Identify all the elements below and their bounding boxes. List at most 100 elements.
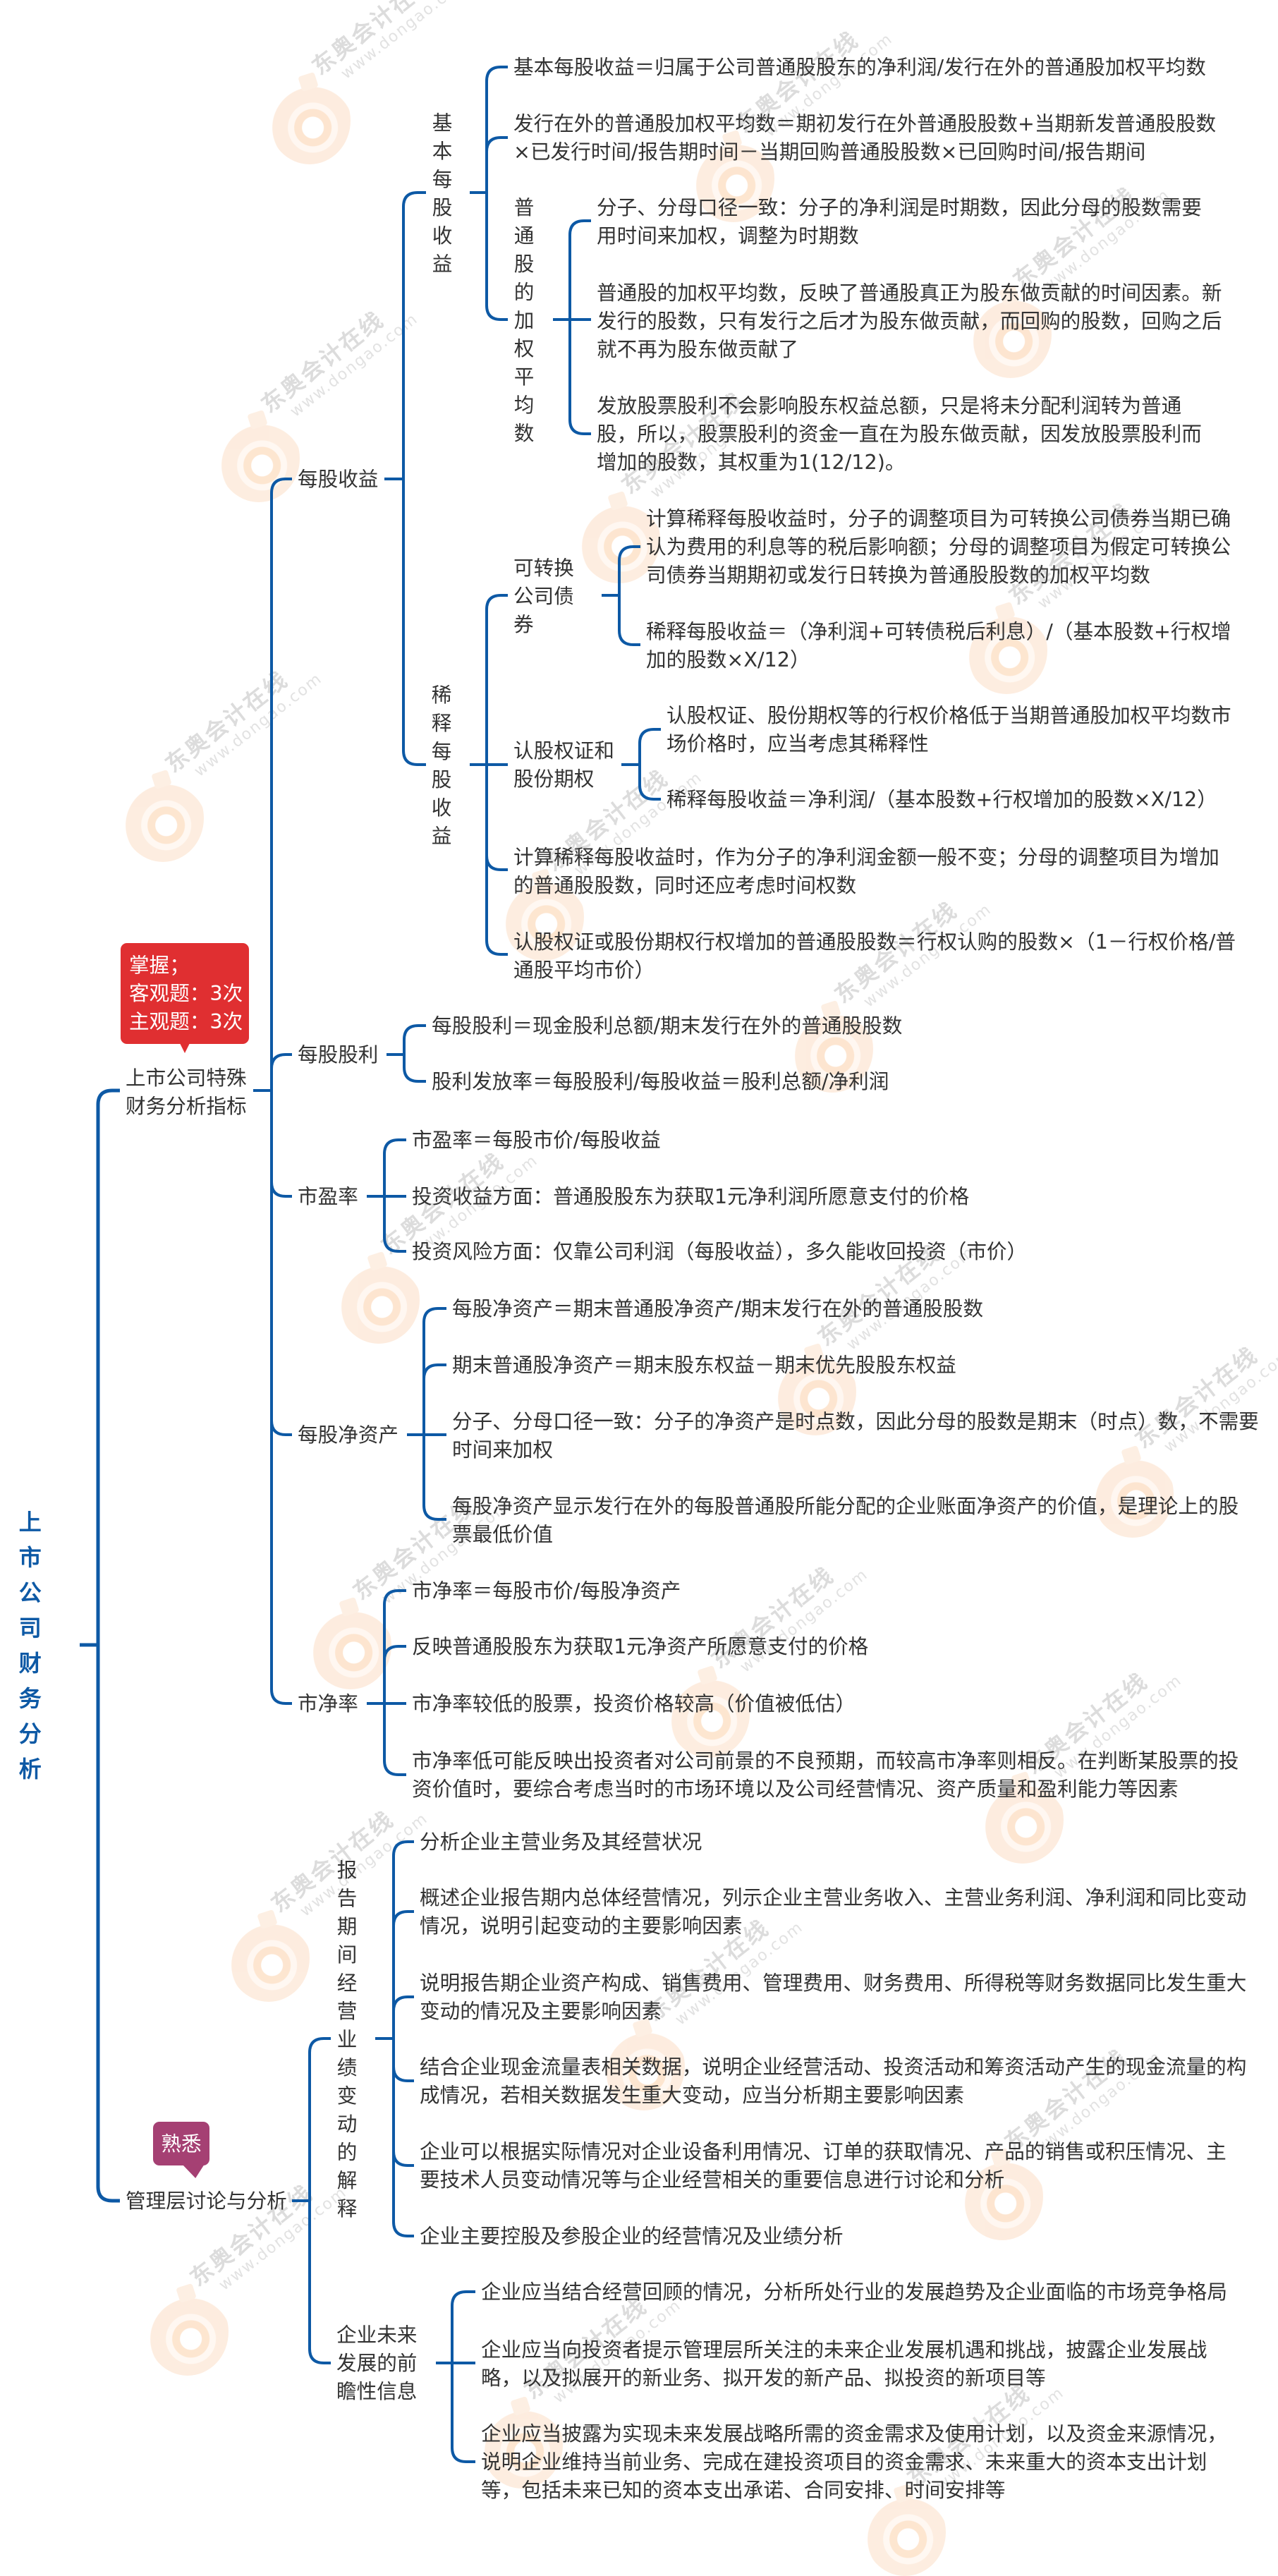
leaf-node: 基本每股收益＝归属于公司普通股股东的净利润/发行在外的普通股加权平均数 <box>513 55 1206 79</box>
node-eps: 每股收益 <box>298 467 379 491</box>
leaf-node: 每股净资产显示发行在外的每股普通股所能分配的企业账面净资产的价值，是理论上的股 … <box>452 1494 1239 1546</box>
watermark-logo-icon <box>966 607 1047 694</box>
leaf-node: 投资风险方面：仅靠公司利润（每股收益），多久能收回投资（市价） <box>412 1239 1028 1263</box>
leaf-node: 发放股票股利不会影响股东权益总额，只是将未分配利润转为普通 股，所以，股票股利的… <box>597 394 1202 474</box>
tag-line: 客观题：3次 <box>129 981 243 1005</box>
leaf-node: 反映普通股股东为获取1元净资产所愿意支付的价格 <box>412 1634 869 1658</box>
connector-convertible-bonds <box>602 545 640 646</box>
connector-line <box>422 1307 446 1323</box>
leaf-node: 企业应当披露为实现未来发展战略所需的资金需求及使用计划，以及资金来源情况， 说明… <box>481 2422 1227 2502</box>
connector-line <box>383 1237 406 1253</box>
connector-line <box>485 305 508 321</box>
connector-root <box>80 1088 120 2203</box>
connector-eps <box>384 191 426 766</box>
connector-dividend-per-share <box>387 1024 426 1083</box>
node-net-assets-per-share: 每股净资产 <box>298 1423 398 1447</box>
connector-line <box>383 1589 406 1605</box>
leaf-node: 说明报告期企业资产构成、销售费用、管理费用、财务费用、所得税等财务数据同比发生重… <box>420 1971 1247 2023</box>
connector-line <box>392 1910 414 1926</box>
connector-line <box>308 2037 331 2053</box>
leaf-node: 市净率较低的股票，投资价格较高（价值被低估） <box>412 1691 856 1715</box>
leaf-node: 稀释每股收益＝（净利润+可转债税后利息）/（基本股数+行权增 加的股数×X/12… <box>646 619 1231 672</box>
watermark-logo-icon <box>310 1602 391 1689</box>
leaf-node: 企业主要控股及参股企业的经营情况及业绩分析 <box>420 2224 844 2248</box>
leaf-node: 结合企业现金流量表相关数据，说明企业经营活动、投资活动和筹资活动产生的现金流量的… <box>420 2055 1247 2107</box>
leaf-node: 稀释每股收益＝净利润/（基本股数+行权增加的股数×X/12） <box>667 787 1217 811</box>
watermark-logo-icon <box>218 415 300 502</box>
connector-line <box>392 2221 414 2237</box>
leaf-node: 分子、分母口径一致：分子的净利润是时期数，因此分母的股数需要 用时间来加权，调整… <box>597 195 1202 248</box>
connector-line <box>383 1645 406 1661</box>
node-forward-looking-info: 企业未来发展的前瞻性信息 <box>336 2323 418 2403</box>
mastery-tag: 掌握； 客观题：3次 主观题：3次 <box>121 943 249 1044</box>
leaf-node: 投资收益方面：普通股股东为获取1元净利润所愿意支付的价格 <box>412 1184 970 1208</box>
connector-line <box>568 219 591 236</box>
leaf-node: 普通股的加权平均数，反映了普通股真正为股东做贡献的时间因素。新 发行的股数，只有… <box>597 281 1222 361</box>
leaf-node: 市盈率＝每股市价/每股收益 <box>412 1128 661 1152</box>
connector-line <box>392 2151 414 2167</box>
watermark-logo-icon <box>502 873 584 961</box>
connector-net-assets-per-share <box>407 1307 446 1521</box>
leaf-node: 计算稀释每股收益时，作为分子的净利润金额一般不变；分母的调整项目为增加 的普通股… <box>513 845 1219 897</box>
connector-line <box>270 1689 292 1705</box>
leaf-node: 每股净资产＝期末普通股净资产/期末发行在外的普通股股数 <box>452 1296 984 1320</box>
watermark-logo-icon <box>791 1005 873 1093</box>
connector-line <box>422 1505 446 1521</box>
leaf-node: 企业应当向投资者提示管理层所关注的未来企业发展机遇和挑战，披露企业发展战 略，以… <box>481 2338 1207 2390</box>
connector-line <box>618 630 640 646</box>
connector-line <box>485 66 508 82</box>
connector-line <box>270 1053 292 1069</box>
leaf-node: 发行在外的普通股加权平均数＝期初发行在外普通股股数+当期新发普通股股数 ×已发行… <box>513 111 1217 164</box>
connector-line <box>96 1088 120 1105</box>
tag-line: 主观题：3次 <box>129 1009 243 1033</box>
connector-line <box>618 545 640 561</box>
connector-line <box>383 1138 406 1155</box>
connector-warrants-options <box>621 728 661 801</box>
connector-line <box>270 1420 292 1436</box>
node-pe-ratio: 市盈率 <box>298 1184 358 1208</box>
connector-line <box>383 1760 406 1776</box>
leaf-node: 企业可以根据实际情况对企业设备利用情况、订单的获取情况、产品的销售或积压情况、主… <box>420 2139 1227 2192</box>
node-diluted-eps: 稀释每股收益 <box>431 683 452 848</box>
watermark-logo-icon <box>122 774 204 862</box>
leaf-node: 期末普通股净资产＝期末股东权益－期末优先股股东权益 <box>452 1353 956 1377</box>
watermark-logo-icon <box>961 2153 1043 2240</box>
tag-pointer-icon <box>180 1043 190 1053</box>
watermark-logo-icon <box>338 1256 420 1344</box>
leaf-node: 计算稀释每股收益时，分子的调整项目为可转换公司债券当期已确 认为费用的利息等的税… <box>646 506 1231 587</box>
connector-line <box>451 2447 475 2463</box>
connector-line <box>485 136 508 152</box>
watermark-logo-icon <box>603 2023 685 2110</box>
connector-performance-explanation <box>375 1840 414 2237</box>
connector-line <box>403 1024 426 1040</box>
node-basic-eps: 基本每股收益 <box>432 111 453 276</box>
node-weighted-average-shares: 普通股的加权平均数 <box>513 195 535 445</box>
connector-weighted-average <box>553 219 591 435</box>
watermark-logo-icon <box>970 291 1052 378</box>
node-convertible-bonds: 可转换公司债券 <box>513 556 574 636</box>
branch-node-mdna: 管理层讨论与分析 <box>126 2189 287 2213</box>
leaf-node: 认股权证或股份期权行权增加的普通股股数＝行权认购的股数×（1－行权价格/普 通股… <box>513 930 1236 982</box>
leaf-node: 分析企业主营业务及其经营状况 <box>420 1830 702 1854</box>
connector-line <box>270 478 292 494</box>
connector-line <box>270 1181 292 1198</box>
connector-line <box>568 419 591 435</box>
watermark-logo-icon <box>481 2401 563 2489</box>
watermark-logo-icon <box>982 1776 1064 1864</box>
connector-line <box>392 1840 414 1857</box>
tag-line: 掌握； <box>129 953 190 977</box>
leaf-node: 股利发放率＝每股股利/每股收益＝股利总额/净利润 <box>432 1069 889 1093</box>
watermark-logo-icon <box>228 1914 310 2002</box>
tag-pointer-icon <box>182 2164 205 2178</box>
leaf-node: 市净率低可能反映出投资者对公司前景的不良预期，而较高市净率则相反。在判断某股票的… <box>412 1749 1239 1801</box>
leaf-node: 企业应当结合经营回顾的情况，分析所处行业的发展趋势及企业面临的市场竞争格局 <box>481 2280 1227 2304</box>
connector-line <box>638 728 661 744</box>
leaf-node: 每股股利＝现金股利总额/期末发行在外的普通股股数 <box>432 1014 903 1038</box>
branch-node-special-indicators: 上市公司特殊财务分析指标 <box>126 1066 247 1118</box>
connector-line <box>96 2186 120 2203</box>
watermark-logo-icon <box>668 1670 750 1758</box>
connector-basic-eps <box>470 66 508 321</box>
node-warrants-options: 认股权证和股份期权 <box>513 739 614 791</box>
